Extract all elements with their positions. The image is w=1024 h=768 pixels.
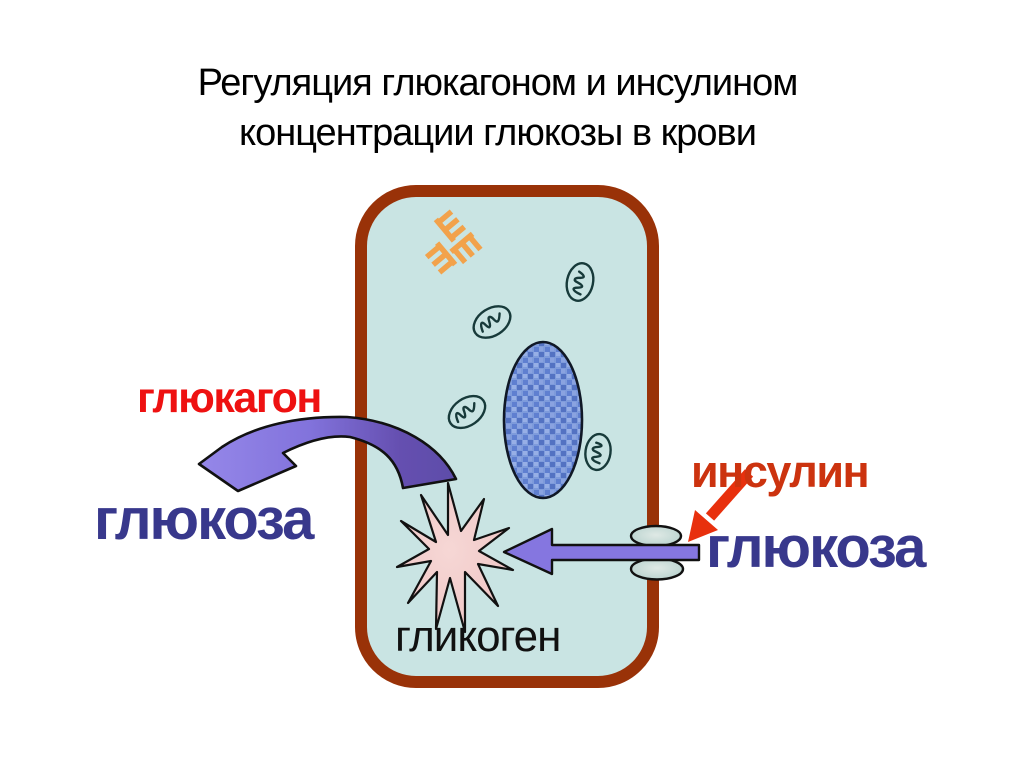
page-title: Регуляция глюкагоном и инсулином концент… bbox=[0, 58, 995, 158]
glucose-right-label: глюкоза bbox=[706, 515, 926, 580]
glycogen-star bbox=[395, 481, 515, 634]
mitochondrion-icon bbox=[565, 262, 595, 302]
mitochondrion-icon bbox=[472, 305, 512, 339]
nucleus bbox=[502, 340, 584, 500]
glucose-uptake-arrow bbox=[502, 527, 701, 576]
glucagon-arrow bbox=[197, 415, 458, 493]
insulin-label: инсулин bbox=[691, 446, 870, 497]
page-title-line1: Регуляция глюкагоном и инсулином bbox=[197, 62, 799, 104]
mitochondria-group bbox=[447, 262, 612, 472]
mitochondrion-icon bbox=[584, 432, 612, 472]
page-title-line2: концентрации глюкозы в крови bbox=[239, 112, 757, 154]
channel-protein-top bbox=[629, 524, 683, 548]
channel-protein-bottom bbox=[629, 557, 685, 581]
mitochondrion-icon bbox=[447, 394, 487, 430]
glycogen-label: гликоген bbox=[395, 612, 561, 661]
glucose-left-label: глюкоза bbox=[94, 487, 314, 552]
endoplasmic-reticulum-icon bbox=[424, 209, 483, 275]
insulin-arrow bbox=[688, 469, 754, 542]
glucagon-label: глюкагон bbox=[137, 374, 322, 422]
